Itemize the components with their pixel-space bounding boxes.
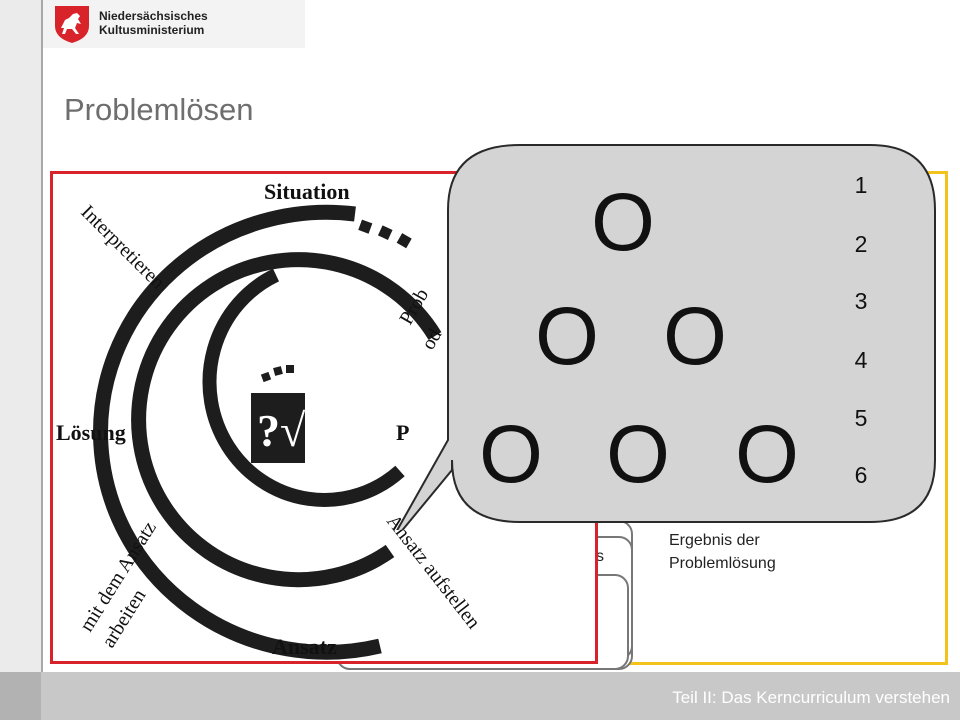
speech-bubble (396, 144, 936, 530)
circle-row-3-item-1: O (479, 409, 543, 500)
bubble-number-6: 6 (854, 462, 868, 488)
stacked-card-label: s (596, 548, 604, 565)
arc-label-interpretieren: Interpretieren (76, 201, 169, 294)
label-ansatz: Ansatz (272, 634, 337, 659)
bubble-number-2: 2 (854, 231, 868, 257)
circle-row-2-item-1: O (535, 291, 599, 382)
logo-line-2: Kultusministerium (99, 23, 205, 37)
bubble-number-4: 4 (854, 347, 868, 373)
middle-spiral-arc (131, 252, 442, 588)
ministry-logo: Niedersächsisches Kultusministerium (43, 0, 305, 48)
label-loesung: Lösung (56, 420, 126, 445)
left-sidebar-strip (0, 0, 41, 720)
inner-spiral-arc (202, 268, 405, 507)
continuation-dots (358, 219, 412, 249)
circle-row-1-item-1: O (591, 177, 655, 268)
result-panel-text: Ergebnis der Problemlösung (669, 529, 776, 575)
bubble-number-1: 1 (854, 172, 868, 198)
logo-line-1: Niedersächsisches (99, 9, 208, 23)
page-title: Problemlösen (64, 92, 254, 127)
label-situation: Situation (264, 179, 350, 204)
result-text-line-2: Problemlösung (669, 555, 776, 572)
inner-continuation-dots (260, 365, 294, 383)
bubble-number-3: 3 (854, 288, 868, 314)
lower-saxony-crest-icon (55, 6, 89, 43)
bubble-number-5: 5 (854, 405, 868, 431)
result-text-line-1: Ergebnis der (669, 532, 760, 549)
footer-left-strip (0, 672, 41, 720)
circle-row-3-item-2: O (606, 409, 670, 500)
circle-row-3-item-3: O (735, 409, 799, 500)
problem-solving-spiral: ?√ Situation Lösung Ansatz P Interpretie… (56, 179, 485, 660)
outer-spiral-arc (93, 204, 382, 660)
footer-bar (0, 672, 960, 720)
circle-row-2-item-2: O (663, 291, 727, 382)
label-problem-partial: P (396, 420, 409, 445)
check-question-box (251, 393, 305, 463)
footer-text: Teil II: Das Kerncurriculum verstehen (672, 688, 950, 707)
center-symbol: ?√ (257, 405, 306, 456)
sidebar-divider (41, 0, 43, 720)
